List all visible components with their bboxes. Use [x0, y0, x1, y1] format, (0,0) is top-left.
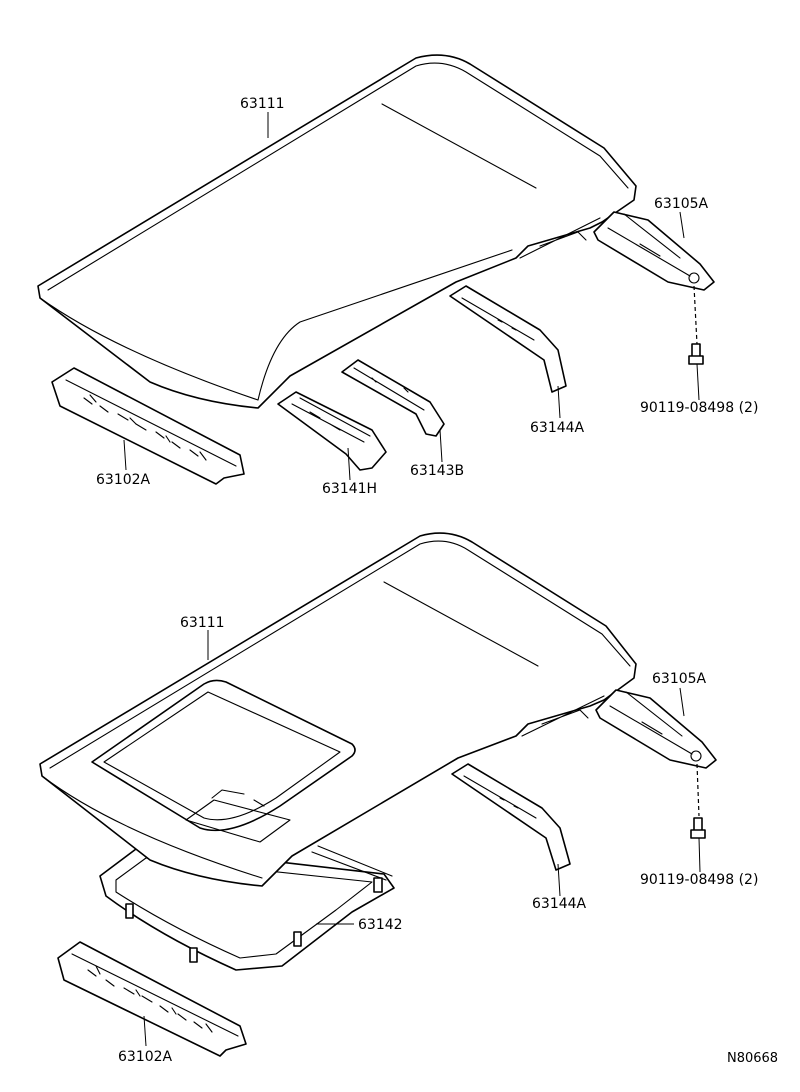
upper-bow-rear-label: 63144A	[530, 420, 585, 436]
upper-bolt-part	[688, 343, 704, 401]
upper-rear-header-part	[593, 211, 715, 291]
upper-front-header-label: 63102A	[96, 472, 151, 488]
lower-rear-header-part	[595, 689, 717, 769]
lower-bolt-label: 90119-08498 (2)	[640, 872, 758, 888]
lower-roof-panel-part	[39, 532, 637, 887]
upper-bow-front-part	[277, 391, 387, 471]
upper-bow-front-label: 63141H	[322, 481, 377, 497]
lower-bolt-part	[690, 817, 706, 873]
drawing-code: N80668	[727, 1051, 778, 1066]
upper-bolt-label: 90119-08498 (2)	[640, 400, 758, 416]
lower-sunroof-frame-label: 63142	[358, 917, 403, 933]
lower-bow-rear-label: 63144A	[532, 896, 587, 912]
lower-rear-header-label: 63105A	[652, 671, 707, 687]
lower-bow-rear-part	[451, 763, 571, 871]
upper-bow-rear-part	[449, 285, 567, 393]
lower-front-header-label: 63102A	[118, 1049, 173, 1065]
upper-bow-middle-label: 63143B	[410, 463, 464, 479]
upper-front-header-part	[51, 367, 245, 485]
upper-assembly: 63111 63102A 63141H 63143B 63144A 63105A…	[37, 54, 758, 497]
upper-roof-panel-part	[37, 54, 637, 409]
upper-rear-header-label: 63105A	[654, 196, 709, 212]
upper-roof-panel-label: 63111	[240, 96, 285, 112]
lower-front-header-part	[57, 941, 247, 1057]
lower-assembly: 63111 63142 63102A 63144A 63105A 90119-0…	[39, 532, 758, 1065]
lower-roof-panel-label: 63111	[180, 615, 225, 631]
lower-sunroof-frame-part	[99, 845, 395, 971]
